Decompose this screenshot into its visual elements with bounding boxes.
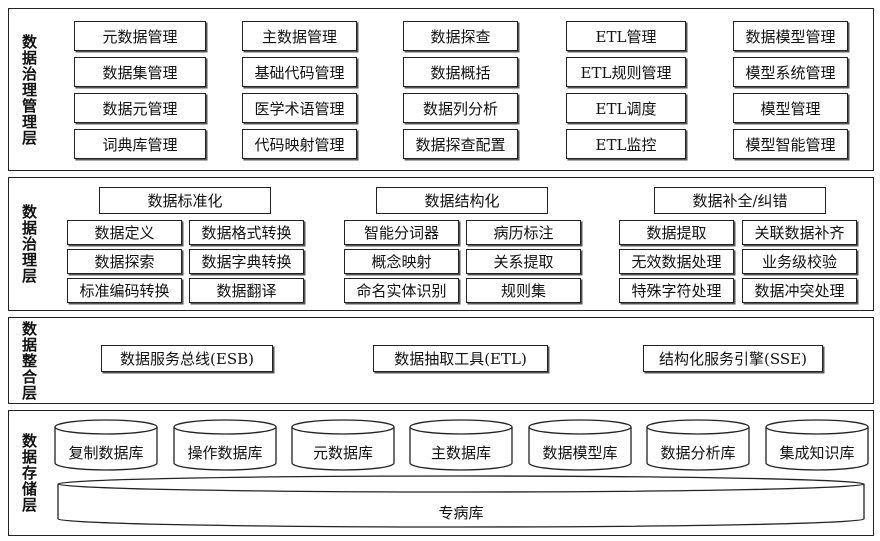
database-cylinder: 元数据库 (291, 419, 395, 471)
governance-item: 特殊字符处理 (619, 278, 734, 303)
database-cylinder: 复制数据库 (54, 419, 158, 471)
governance-item: 智能分词器 (344, 220, 459, 245)
database-cylinder: 数据模型库 (528, 419, 632, 471)
cylinder-shape (646, 419, 750, 471)
database-label: 集成知识库 (779, 444, 855, 462)
governance-item: 数据格式转换 (189, 220, 304, 245)
mgmt-item: 数据探查配置 (403, 129, 518, 159)
mgmt-item: ETL规则管理 (566, 57, 686, 87)
database-label: 操作数据库 (187, 444, 263, 462)
cylinder-shape (409, 419, 513, 471)
governance-item: 关系提取 (466, 249, 581, 274)
mgmt-item: 模型智能管理 (733, 129, 848, 159)
cylinder-shape (57, 475, 865, 528)
mgmt-item: 数据概括 (403, 57, 518, 87)
mgmt-item: 模型系统管理 (733, 57, 848, 87)
integration-item: 数据抽取工具(ETL) (373, 345, 548, 372)
governance-item: 数据提取 (619, 220, 734, 245)
governance-item: 数据定义 (67, 220, 182, 245)
mgmt-item: 主数据管理 (242, 21, 357, 51)
mgmt-item: ETL管理 (566, 21, 686, 51)
database-cylinder: 集成知识库 (765, 419, 869, 471)
governance-item: 无效数据处理 (619, 249, 734, 274)
governance-item: 数据字典转换 (189, 249, 304, 274)
integration-layer: 数据整合层 数据服务总线(ESB) 数据抽取工具(ETL) 结构化服务引擎(SS… (8, 317, 874, 404)
base-database-label: 专病库 (438, 504, 484, 522)
governance-item: 标准编码转换 (67, 278, 182, 303)
mgmt-item: ETL调度 (566, 93, 686, 123)
mgmt-item: 词典库管理 (74, 129, 206, 159)
cylinder-shape (54, 419, 158, 471)
mgmt-item: 数据模型管理 (733, 21, 848, 51)
mgmt-item: 数据元管理 (74, 93, 206, 123)
mgmt-item: 医学术语管理 (242, 93, 357, 123)
governance-item: 数据冲突处理 (742, 278, 857, 303)
mgmt-item: 数据列分析 (403, 93, 518, 123)
database-label: 元数据库 (312, 444, 373, 462)
group-header: 数据结构化 (376, 187, 548, 214)
database-label: 复制数据库 (68, 444, 144, 462)
group-header: 数据补全/纠错 (654, 187, 826, 214)
integration-item: 结构化服务引擎(SSE) (643, 345, 823, 372)
cylinder-shape (291, 419, 395, 471)
mgmt-item: 模型管理 (733, 93, 848, 123)
group-header: 数据标准化 (99, 187, 271, 214)
governance-item: 病历标注 (466, 220, 581, 245)
database-label: 主数据库 (430, 444, 491, 462)
layer-title: 数据整合层 (20, 320, 38, 401)
mgmt-item: 基础代码管理 (242, 57, 357, 87)
governance-item: 业务级校验 (742, 249, 857, 274)
mgmt-item: 元数据管理 (74, 21, 206, 51)
database-cylinder: 数据分析库 (646, 419, 750, 471)
database-cylinder: 主数据库 (409, 419, 513, 471)
management-layer: 数据治理管理层 元数据管理 数据集管理 数据元管理 词典库管理 主数据管理 基础… (8, 8, 874, 171)
database-label: 数据模型库 (542, 444, 618, 462)
cylinder-shape (173, 419, 277, 471)
integration-item: 数据服务总线(ESB) (101, 345, 273, 372)
governance-layer: 数据治理层 数据标准化 数据定义 数据格式转换 数据探索 数据字典转换 标准编码… (8, 177, 874, 311)
layer-title: 数据治理层 (20, 204, 38, 284)
database-cylinder: 操作数据库 (173, 419, 277, 471)
governance-item: 命名实体识别 (344, 278, 459, 303)
governance-item: 概念映射 (344, 249, 459, 274)
storage-layer: 数据存储层 复制数据库 操作数据库 元数据库 主数据库 数据模型 (8, 410, 874, 536)
layer-title: 数据治理管理层 (20, 33, 38, 146)
base-database-cylinder: 专病库 (57, 475, 865, 529)
cylinder-shape (765, 419, 869, 471)
governance-item: 数据探索 (67, 249, 182, 274)
mgmt-item: 数据探查 (403, 21, 518, 51)
governance-item: 规则集 (466, 278, 581, 303)
mgmt-item: 代码映射管理 (242, 129, 357, 159)
database-label: 数据分析库 (660, 444, 736, 462)
governance-item: 关联数据补齐 (742, 220, 857, 245)
governance-item: 数据翻译 (189, 278, 304, 303)
mgmt-item: ETL监控 (566, 129, 686, 159)
layer-title: 数据存储层 (20, 433, 38, 513)
mgmt-item: 数据集管理 (74, 57, 206, 87)
cylinder-shape (528, 419, 632, 471)
